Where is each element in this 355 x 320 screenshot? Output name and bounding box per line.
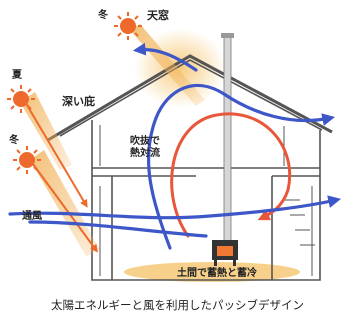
house-structure [47,54,333,281]
winter-sun-label-left: 冬 [9,135,19,146]
sunlight-rays [20,24,205,256]
sun-icon [13,146,41,174]
ventilation-label: 通風 [22,211,42,222]
sun-icon [114,12,142,40]
winter-sun-label: 冬 [98,10,108,21]
convection-label: 吹抜で 熱対流 [130,136,160,159]
heat-storage-label: 土間で蓄熱と蓄冷 [177,268,257,279]
wood-stove-icon [212,240,238,266]
diagram-caption: 太陽エネルギーと風を利用したパッシブデザイン [51,298,304,312]
convection-label-line1: 吹抜で [130,136,160,147]
summer-sun-label: 夏 [12,70,22,81]
sun-icon [7,85,35,113]
skylight-label: 天窓 [147,9,169,22]
convection-label-line2: 熱対流 [130,147,160,159]
heat-storage-glow [124,262,300,282]
deep-eaves-label: 深い庇 [62,95,95,108]
warm-air-flow [170,112,292,238]
cool-air-flow [8,42,341,250]
